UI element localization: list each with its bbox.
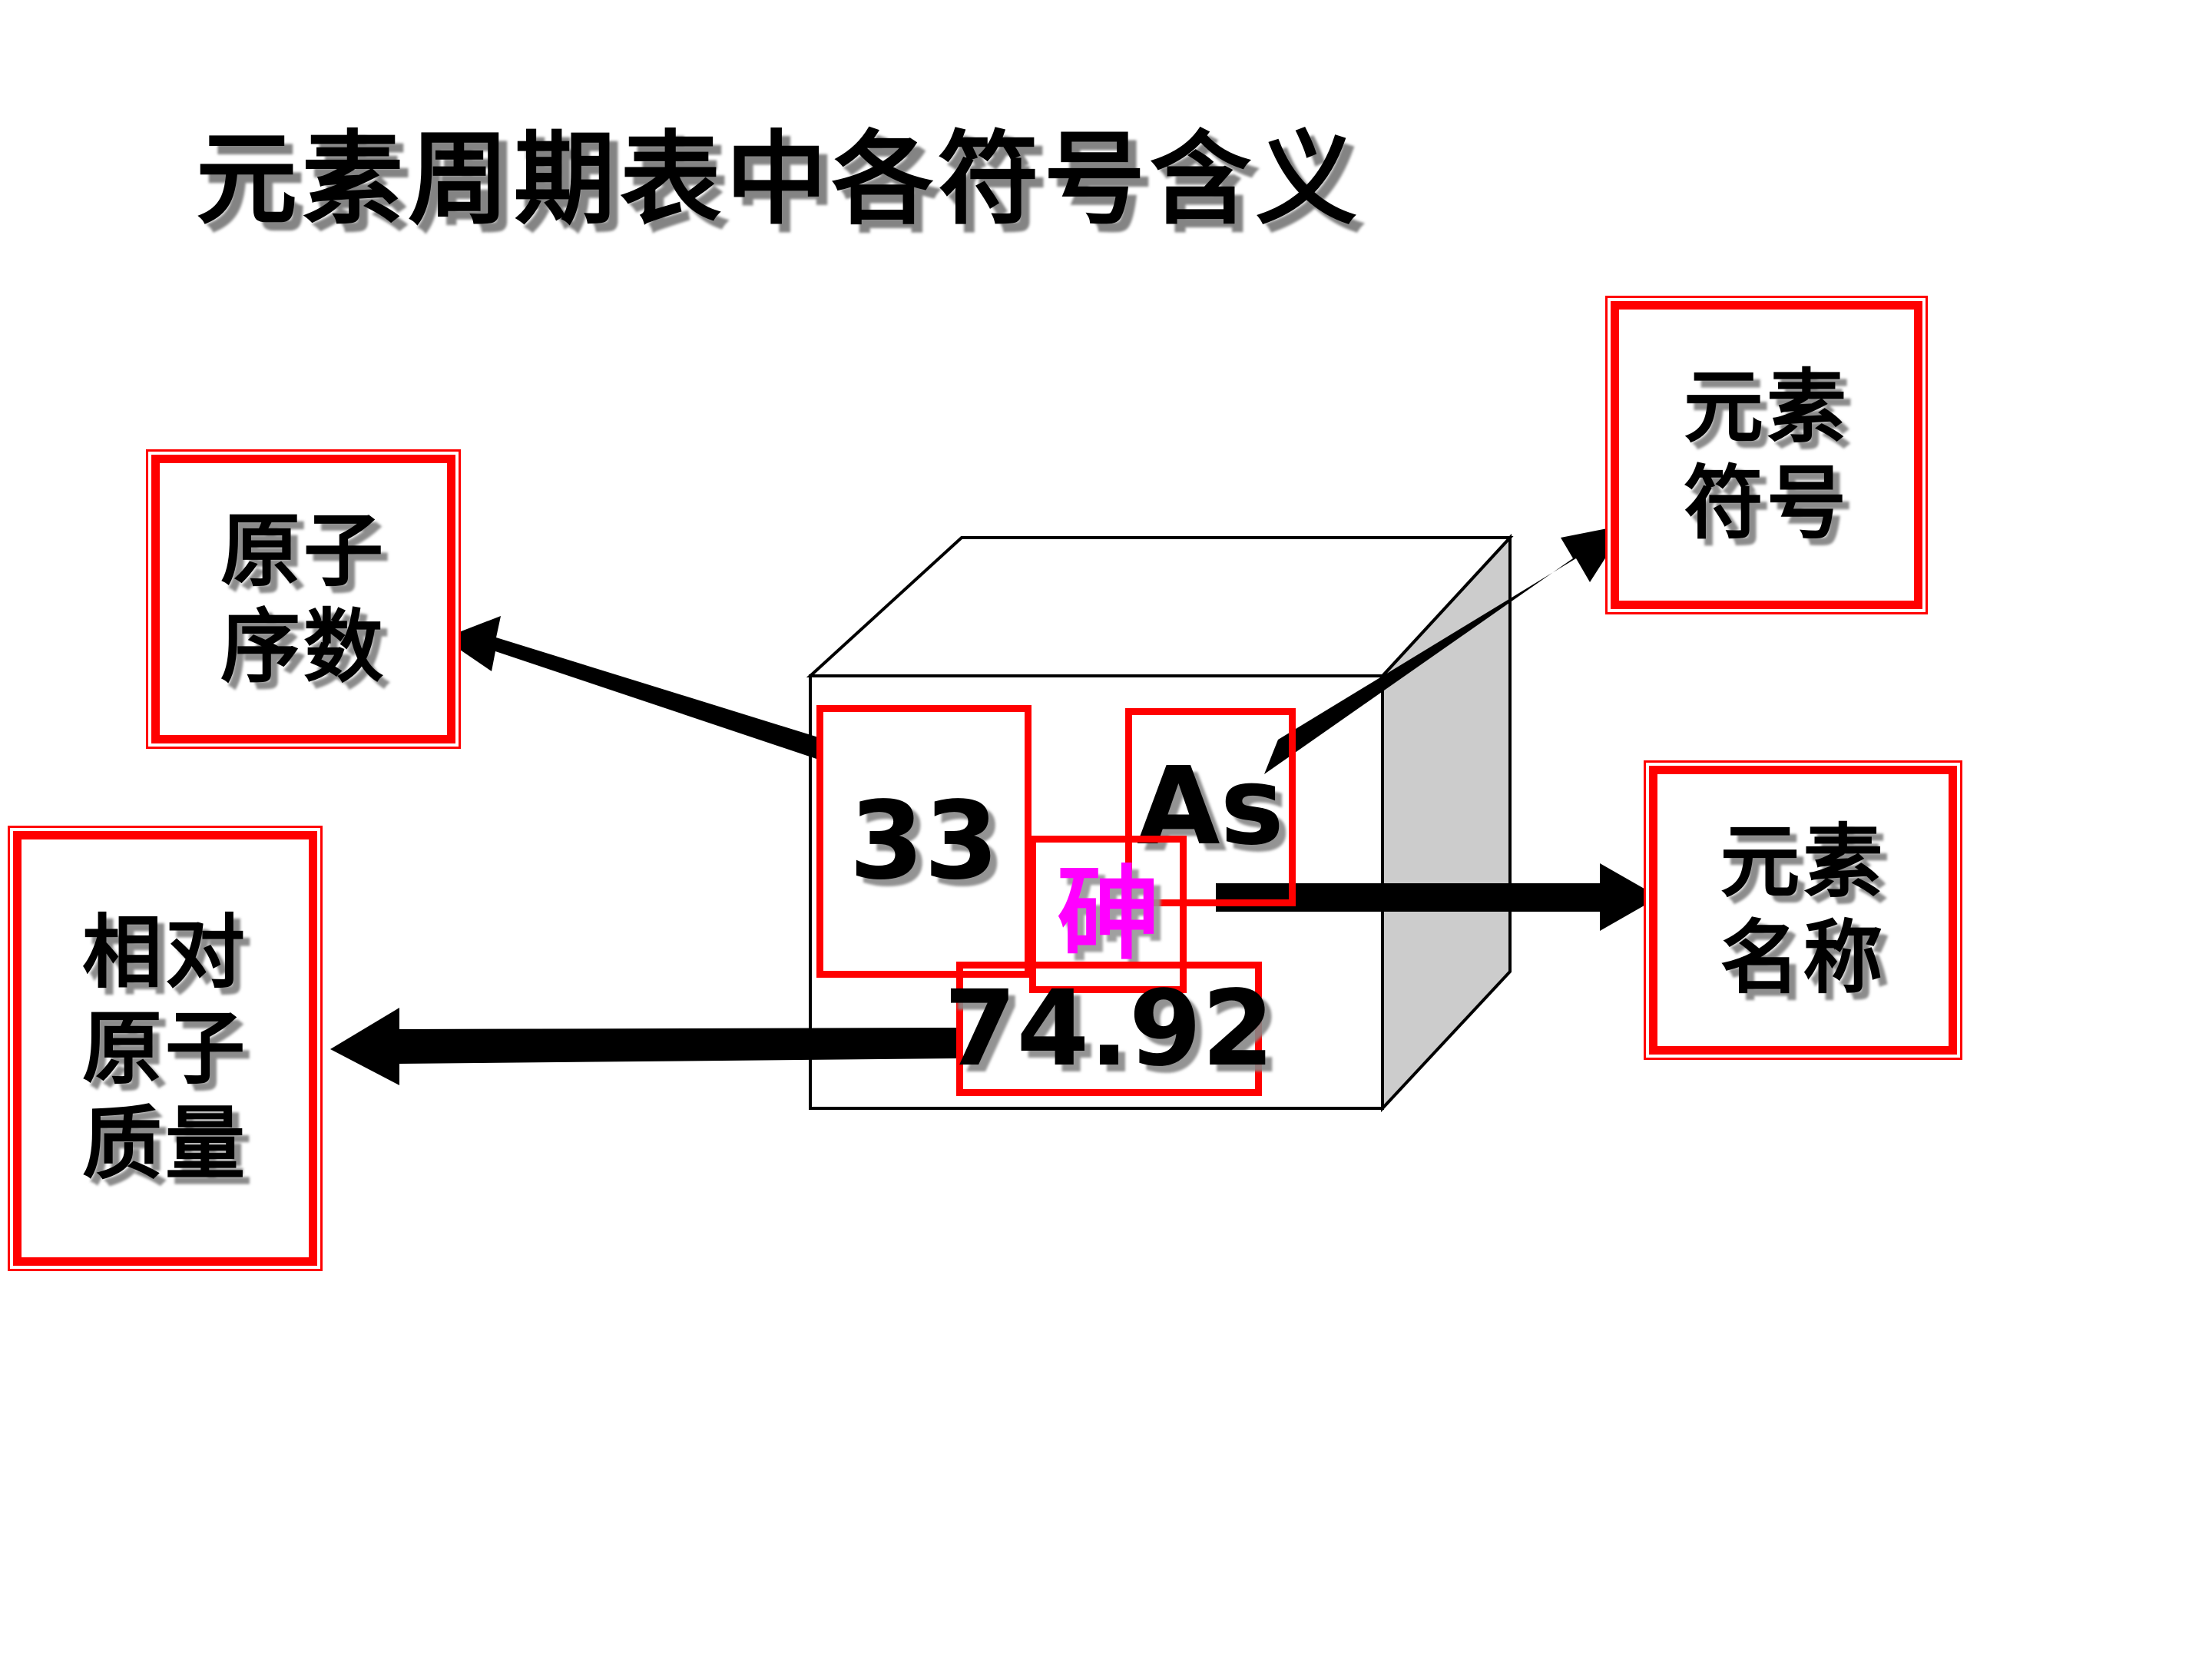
cube-side-face: [1381, 533, 1512, 1113]
relative-atomic-mass-label-box[interactable]: 相对 原子 质量: [8, 826, 323, 1271]
relative-atomic-mass-label-inner: 相对 原子 质量: [13, 831, 317, 1266]
element-symbol-value: As: [1137, 744, 1284, 869]
element-name-label-line2: 名称: [1720, 911, 1886, 1005]
element-name-label-box[interactable]: 元素 名称: [1644, 760, 1962, 1060]
atomic-number-label-box[interactable]: 原子 序数: [146, 449, 461, 749]
relative-atomic-mass-cell[interactable]: 74.92: [944, 962, 1274, 1096]
atomic-number-label-line1: 原子: [220, 504, 386, 598]
cube-top-face: [806, 536, 1514, 677]
element-chinese-name-value: 砷: [1057, 855, 1159, 974]
page-title: 元素周期表中各符号含义: [196, 121, 1362, 239]
element-name-label-line1: 元素: [1720, 815, 1886, 909]
atomic-number-label-line2: 序数: [220, 600, 386, 694]
element-symbol-cell[interactable]: As: [1125, 708, 1296, 906]
element-symbol-label-inner: 元素 符号: [1611, 301, 1922, 609]
element-symbol-label-line1: 元素: [1683, 359, 1849, 454]
arrow-to-atomic-number-icon: [443, 616, 823, 761]
element-name-cell[interactable]: 砷: [1029, 836, 1187, 993]
arrow-to-relative-mass-icon: [330, 1008, 959, 1085]
relative-atomic-mass-label-line2: 原子: [81, 1001, 248, 1095]
atomic-number-value: 33: [849, 778, 999, 904]
arrow-to-element-symbol-icon: [1264, 525, 1627, 774]
element-symbol-label-box[interactable]: 元素 符号: [1605, 296, 1928, 614]
relative-atomic-mass-label-line1: 相对: [81, 905, 248, 999]
atomic-number-label-inner: 原子 序数: [151, 455, 455, 743]
relative-atomic-mass-label-line3: 质量: [81, 1097, 248, 1191]
atomic-number-cell[interactable]: 33: [816, 705, 1031, 978]
element-name-label-inner: 元素 名称: [1649, 766, 1957, 1055]
relative-atomic-mass-value: 74.92: [943, 968, 1275, 1090]
element-symbol-label-line2: 符号: [1683, 455, 1849, 550]
